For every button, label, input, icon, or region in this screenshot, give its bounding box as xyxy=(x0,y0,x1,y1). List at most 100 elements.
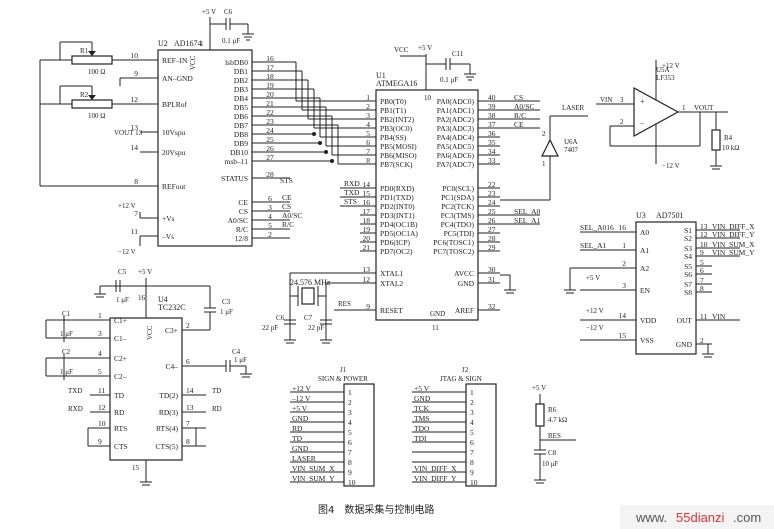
r6-ref: R6 xyxy=(548,406,557,414)
u2-pin-number: 21 xyxy=(266,99,274,108)
u1-pin-number: 38 xyxy=(488,111,496,120)
u1-body xyxy=(375,89,479,321)
u3-net-label: SEL_A016 xyxy=(580,223,614,232)
u1-pin-number: 12 xyxy=(363,275,371,284)
c11-value: 0.1 μF xyxy=(440,76,458,84)
u2-vcc-label: VCC xyxy=(189,55,197,70)
j2-pin-number: 2 xyxy=(470,398,474,407)
u2-pin-name: DB7 xyxy=(234,121,248,130)
u4-pin-number: 9 xyxy=(98,437,102,446)
u2-net-sts: STS xyxy=(280,176,293,185)
u2-pin-number: 12 xyxy=(131,95,139,104)
u3-pin-number: 11 xyxy=(700,312,707,321)
u1-pin-name: PD4(OC1B) xyxy=(380,220,418,229)
u4-pin-number: 10 xyxy=(98,419,106,428)
u3-pin-name: S6 xyxy=(684,270,692,279)
r1-pot: R1 100 Ω xyxy=(39,41,158,186)
u1-pin-number: 25 xyxy=(488,207,496,216)
u3-pin-number: 15 xyxy=(619,331,627,340)
reset-net: RES xyxy=(548,432,561,440)
u1-pin-name: AREF xyxy=(455,306,474,315)
u1-pin-name: PD3(INT1) xyxy=(380,211,415,220)
c3-ref: C3 xyxy=(222,298,231,306)
svg-text:+: + xyxy=(640,97,645,106)
u1-pin-name: PD7(OC2) xyxy=(380,247,413,256)
u4-pin-number: 3 xyxy=(98,329,102,338)
u6a-buffer xyxy=(541,138,559,157)
u3-pin-name: A1 xyxy=(640,246,649,255)
j1-net-label: GND xyxy=(292,444,309,453)
u1-pin-name: PC2(TCK) xyxy=(441,202,474,211)
u3-pin-number: 7 xyxy=(700,276,704,285)
u1-gnd: GND xyxy=(430,310,445,318)
u1-pin-name: PC4(TDO) xyxy=(441,220,475,229)
u1-pin-number: 28 xyxy=(488,234,496,243)
u2-pin-name: DB10 xyxy=(230,148,248,157)
u2-supply-label: +5 V xyxy=(202,8,216,16)
u4-pin-name: RTS(4) xyxy=(156,424,179,433)
u2-net-cs: CS xyxy=(282,202,291,211)
u2-vneg-label: −12 V xyxy=(118,248,136,256)
junction-dot xyxy=(324,150,328,154)
u3-pin-number: 16 xyxy=(619,223,627,232)
u4-pin-number: 11 xyxy=(98,386,105,395)
u1-pin-number: 16 xyxy=(363,198,371,207)
u4-pin-name: RD(3) xyxy=(159,408,179,417)
r1-ref: R1 xyxy=(80,47,89,55)
u1-net-label: SEL_A0 xyxy=(514,207,541,216)
u1-pin-number: 15 xyxy=(363,189,371,198)
u1-pin-number: 8 xyxy=(366,156,370,165)
u1-pin-name: XTAL1 xyxy=(380,269,403,278)
u4-pin-number: 1 xyxy=(98,311,102,320)
u1-pin-name: PA3(ADC3) xyxy=(437,124,475,133)
u3-pin-name: GND xyxy=(676,340,693,349)
u4-net-rd: RD xyxy=(212,405,222,413)
crystal-c6-value: 22 pF xyxy=(262,324,278,332)
u1-pin-number: 19 xyxy=(363,225,371,234)
j2-net-label: TDI xyxy=(414,434,427,443)
u1-pin-name: PD0(RXD) xyxy=(380,184,415,193)
u4-pin-name: TD(2) xyxy=(159,391,178,400)
u2-pin-number: 13 xyxy=(131,123,139,132)
u1-pin-number: 4 xyxy=(366,120,370,129)
u1-pin-number: 22 xyxy=(488,180,496,189)
j2-pin-number: 1 xyxy=(470,388,474,397)
u3-net-label: VIN xyxy=(712,312,726,321)
u2-pin-name: AN–GND xyxy=(162,74,193,83)
j2-net-label: TMS xyxy=(414,414,429,423)
u1-pin-name: PD6(ICP) xyxy=(380,238,411,247)
u4-pin-name: CTS(5) xyxy=(156,442,179,451)
u3-pin-number: 10 xyxy=(700,240,708,249)
c1-value: 1 μF xyxy=(60,330,73,338)
u1-pin-number: 34 xyxy=(488,147,496,156)
u4-pin15: 15 xyxy=(132,464,140,472)
u1-pin-name: PC5(TDI) xyxy=(444,229,475,238)
u4-net-rxd: RXD xyxy=(68,405,83,413)
u1-supply-label: +5 V xyxy=(418,44,432,52)
j1-title: SIGN & POWER xyxy=(318,375,368,383)
u2-pin-number: 27 xyxy=(266,153,274,162)
u1-pin-number: 5 xyxy=(366,129,370,138)
u1-net-label: SEL_A1 xyxy=(514,216,541,225)
j2-pin-number: 9 xyxy=(470,468,474,477)
u3-pin-name: S8 xyxy=(684,288,692,297)
u5a-vout: VOUT xyxy=(694,104,714,112)
u1-pin-number: 2 xyxy=(366,102,370,111)
u2-pin-number: 22 xyxy=(266,108,274,117)
c8-value: 10 μF xyxy=(542,460,559,468)
j1-pin-number: 3 xyxy=(348,408,352,417)
u4-tc232c: U4 TC232C VCC 16 15 1C1+3C1–4C2+5C2–11TD… xyxy=(90,294,206,486)
u2-pin-number: 20 xyxy=(266,90,274,99)
u1-pin-number: 27 xyxy=(488,225,496,234)
j2-net-label: +5 V xyxy=(414,384,430,393)
u3-pin-name: S5 xyxy=(684,262,692,271)
u4-supply: +5 V C5 1 μF C3 1 μF xyxy=(94,268,233,331)
j1-pin-number: 5 xyxy=(348,428,352,437)
u1-pin-name: PB5(MOSI) xyxy=(380,142,417,151)
u2-pin-name: 20Vspu xyxy=(162,148,186,157)
u3-pin-number: 13 xyxy=(700,222,708,231)
j1-net-label: LASER xyxy=(292,454,316,463)
crystal-freq: 24.576 MHz xyxy=(290,278,331,287)
u4-pin16: 16 xyxy=(138,294,146,302)
